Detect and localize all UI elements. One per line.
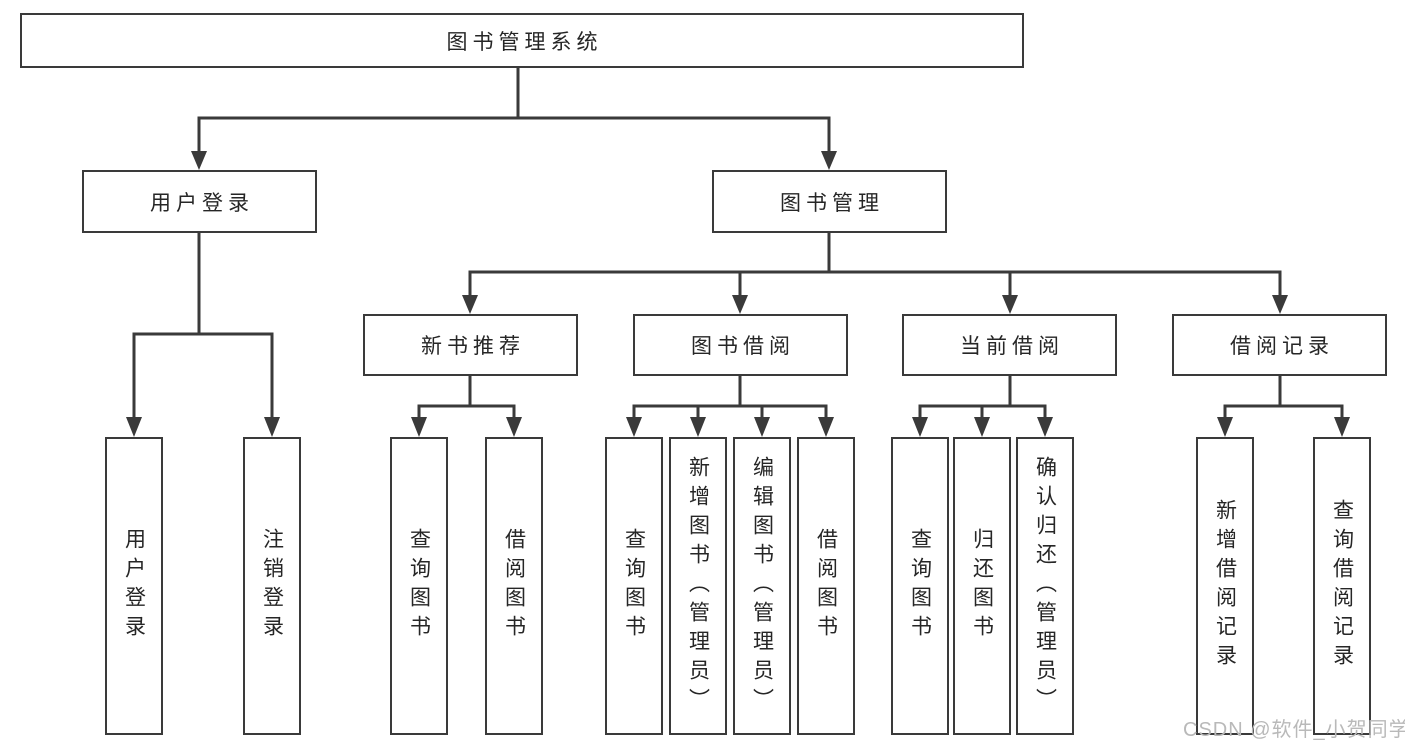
- node-new-book-recommendation: 新书推荐: [363, 314, 578, 376]
- node-label: 用户登录: [150, 191, 254, 215]
- node-label: 查询借阅记录: [1330, 499, 1354, 673]
- node-query-books-current: 查询图书: [891, 437, 949, 735]
- node-confirm-return-admin: 确认归还（管理员）: [1016, 437, 1074, 735]
- node-label: 查询图书: [407, 528, 431, 644]
- node-borrow-books-borrowing: 借阅图书: [797, 437, 855, 735]
- node-borrow-books-recommend: 借阅图书: [485, 437, 543, 735]
- node-label: 新增图书（管理员）: [686, 455, 710, 717]
- node-label: 编辑图书（管理员）: [750, 455, 774, 717]
- node-label: 借阅图书: [502, 528, 526, 644]
- node-add-books-admin: 新增图书（管理员）: [669, 437, 727, 735]
- connector-book-borrowing-children: [626, 376, 834, 437]
- node-borrowing-records: 借阅记录: [1172, 314, 1387, 376]
- node-label: 借阅图书: [814, 528, 838, 644]
- node-root: 图书管理系统: [20, 13, 1024, 68]
- connector-root-to-level2: [191, 68, 837, 170]
- node-label: 确认归还（管理员）: [1033, 455, 1057, 717]
- node-edit-books-admin: 编辑图书（管理员）: [733, 437, 791, 735]
- csdn-watermark: CSDN @软件_小贺同学: [1183, 719, 1405, 741]
- node-label: 当前借阅: [960, 335, 1064, 358]
- node-label: 用户登录: [122, 528, 146, 644]
- node-label: 图书管理系统: [446, 30, 603, 54]
- node-query-borrow-record: 查询借阅记录: [1313, 437, 1371, 735]
- node-label: 查询图书: [622, 528, 646, 644]
- node-user-login: 用户登录: [82, 170, 317, 233]
- node-current-borrowing: 当前借阅: [902, 314, 1117, 376]
- node-logout-leaf: 注销登录: [243, 437, 301, 735]
- node-query-books-recommend: 查询图书: [390, 437, 448, 735]
- connector-borrowing-records-children: [1217, 376, 1350, 437]
- node-label: 图书管理: [780, 191, 884, 215]
- node-query-books-borrowing: 查询图书: [605, 437, 663, 735]
- node-label: 查询图书: [908, 528, 932, 644]
- node-label: 新增借阅记录: [1213, 499, 1237, 673]
- node-label: 借阅记录: [1230, 335, 1334, 358]
- node-label: 图书借阅: [691, 335, 795, 358]
- node-book-borrowing: 图书借阅: [633, 314, 848, 376]
- connector-new-book-recommendation-children: [411, 376, 522, 437]
- connector-current-borrowing-children: [912, 376, 1053, 437]
- connector-book-management-children: [462, 233, 1288, 314]
- connector-user-login-children: [126, 233, 280, 437]
- node-label: 归还图书: [970, 528, 994, 644]
- node-return-books: 归还图书: [953, 437, 1011, 735]
- node-add-borrow-record: 新增借阅记录: [1196, 437, 1254, 735]
- node-label: 注销登录: [260, 528, 284, 644]
- node-book-management: 图书管理: [712, 170, 947, 233]
- node-label: 新书推荐: [421, 335, 525, 358]
- node-user-login-leaf: 用户登录: [105, 437, 163, 735]
